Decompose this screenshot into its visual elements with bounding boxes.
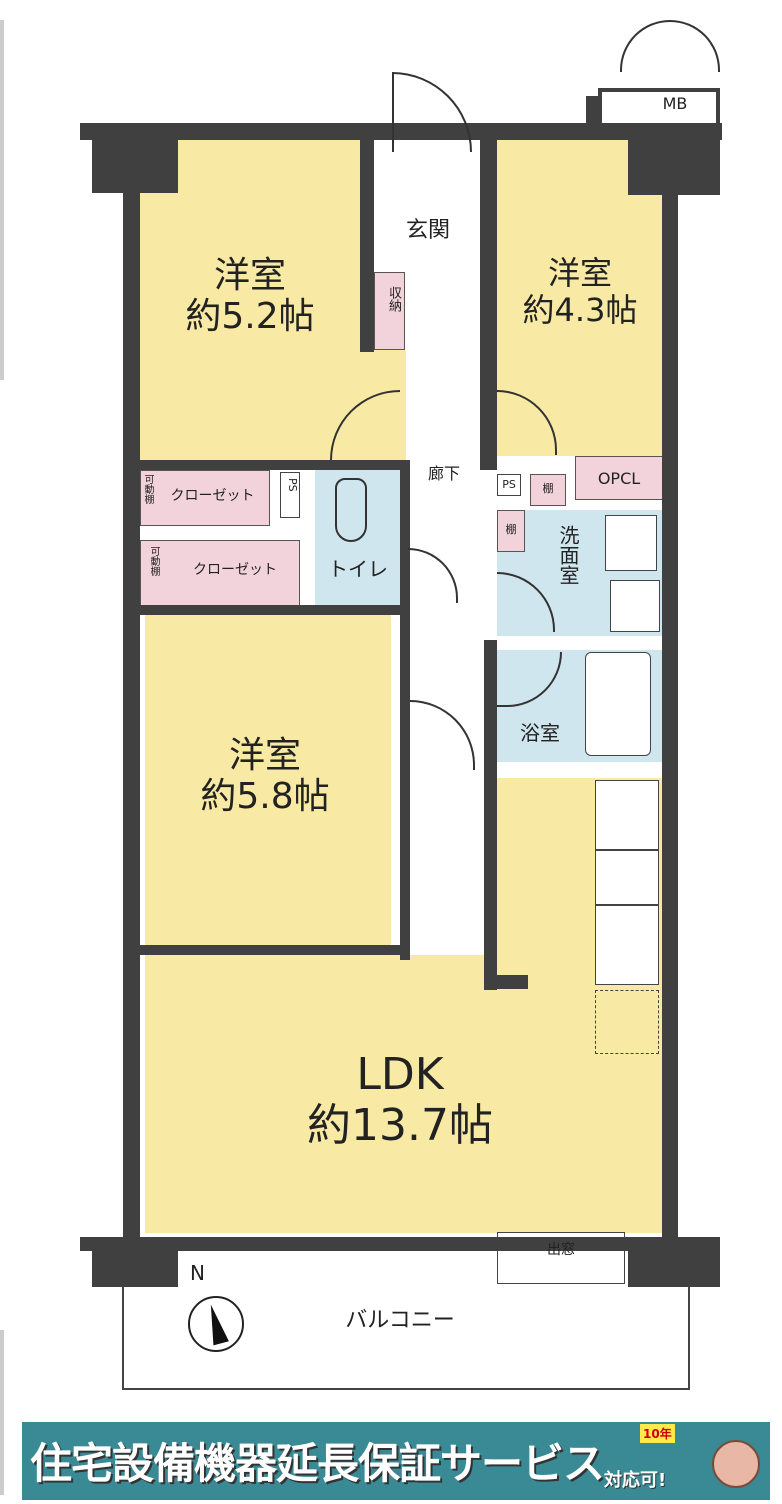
- bathroom-label: 浴室: [520, 721, 560, 745]
- edge-line: [0, 20, 4, 380]
- sink: [610, 580, 660, 632]
- opcl: [575, 456, 663, 500]
- banner-badge: 10年: [640, 1424, 675, 1443]
- ps-1: [280, 472, 300, 518]
- wall: [586, 96, 598, 126]
- toilet-icon: [335, 478, 367, 542]
- wall: [80, 123, 480, 140]
- toilet-label: トイレ: [328, 557, 388, 581]
- counter: [595, 850, 659, 905]
- wall: [140, 460, 410, 470]
- wall: [140, 945, 410, 955]
- front-door[interactable]: [392, 72, 472, 152]
- pillar: [92, 1237, 178, 1287]
- bedroom2-label: 洋室約4.3帖: [522, 254, 638, 329]
- bedroom3-label: 洋室約5.8帖: [200, 735, 330, 818]
- bedroom-1: [140, 140, 362, 462]
- compass-icon: [188, 1296, 244, 1352]
- wall: [80, 1237, 720, 1251]
- mb-door: [620, 20, 720, 72]
- mb-box: [598, 88, 720, 123]
- washer-space: [605, 515, 657, 571]
- bedroom3-door[interactable]: [410, 700, 475, 770]
- hallway-label: 廊下: [427, 464, 460, 483]
- mb-label: MB: [662, 94, 688, 113]
- storage: [374, 272, 405, 350]
- balcony-label: バルコニー: [345, 1308, 455, 1333]
- ps2-label: PS: [502, 478, 516, 491]
- compass-north: N: [190, 1261, 205, 1285]
- warranty-banner[interactable]: 住宅設備機器延長保証サービス 対応可! 10年: [22, 1422, 770, 1500]
- stove: [595, 780, 659, 850]
- shelf-2-box: [497, 510, 525, 552]
- ldk: [145, 955, 663, 1233]
- banner-suffix: 対応可!: [604, 1470, 667, 1491]
- bay-window-label: 出窓: [547, 1242, 575, 1258]
- toilet-door[interactable]: [408, 548, 458, 603]
- washroom-label: 洗面室: [556, 525, 580, 585]
- fridge-space: [595, 990, 659, 1054]
- shelf-1: [530, 474, 566, 506]
- edge-line: [0, 1330, 4, 1495]
- entrance: [374, 190, 482, 272]
- shelf1-label: 棚: [542, 482, 554, 495]
- kitchen-sink: [595, 905, 659, 985]
- banner-title: 住宅設備機器延長保証サービス: [30, 1439, 605, 1488]
- balcony: [122, 1285, 690, 1390]
- bedroom-3: [145, 615, 391, 947]
- bathtub: [585, 652, 651, 756]
- mouse-mascot-icon: [712, 1440, 760, 1488]
- movable-shelf1-label: 可動棚: [142, 474, 153, 504]
- ps-2: [497, 474, 521, 496]
- pillar: [628, 1237, 720, 1287]
- closet2-label: クローゼット: [193, 562, 277, 578]
- bedroom1-label: 洋室約5.2帖: [185, 255, 315, 338]
- closet1-label: クローゼット: [170, 488, 255, 504]
- wall: [140, 605, 410, 615]
- wall: [484, 640, 497, 990]
- closet-1: [140, 470, 270, 526]
- shelf2-label: 棚: [505, 523, 517, 536]
- wall: [480, 140, 497, 470]
- wall: [123, 140, 140, 1240]
- wall: [400, 460, 410, 960]
- wall: [360, 140, 374, 352]
- storage-label: 収納: [386, 286, 401, 312]
- entrance-label: 玄関: [405, 218, 450, 243]
- movable-shelf2-label: 可動棚: [148, 546, 159, 576]
- ps1-label: PS: [286, 478, 299, 492]
- wall: [484, 975, 528, 989]
- opcl-label: OPCL: [597, 469, 641, 488]
- wall: [662, 140, 678, 1240]
